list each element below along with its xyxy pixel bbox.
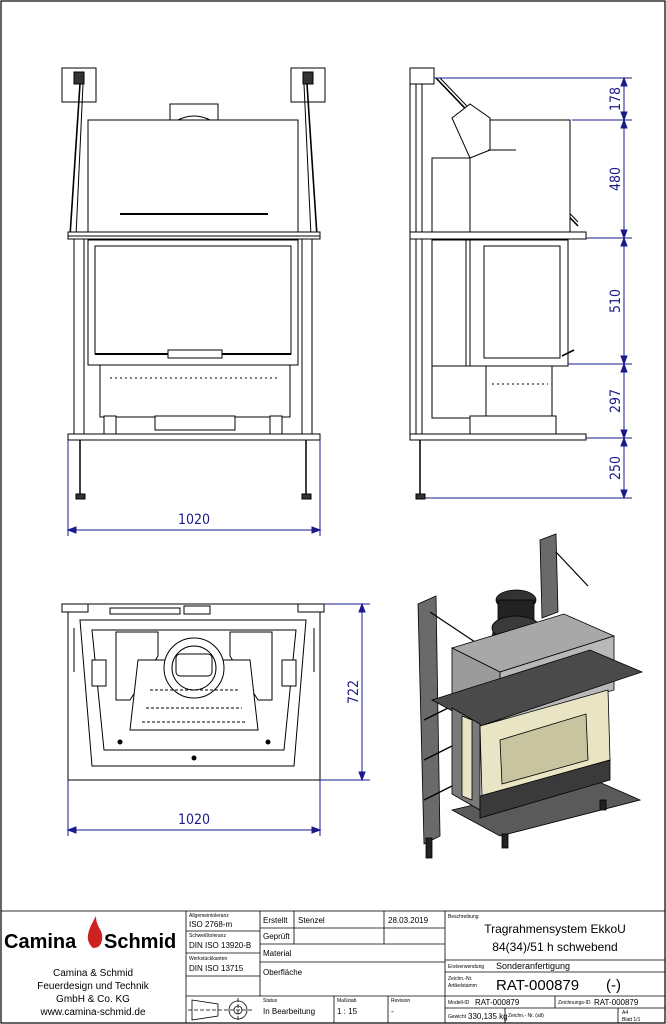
- front-view: [61, 67, 326, 500]
- side-view: [409, 67, 587, 500]
- erstverwendung-label: Erstverwendung: [448, 964, 484, 970]
- top-view: [61, 603, 325, 781]
- weld-value: DIN ISO 13920-B: [189, 941, 251, 950]
- side-dim-510: 510: [608, 289, 624, 313]
- company-logo: Camina Schmid: [4, 916, 176, 953]
- gewicht-label: Gewicht: [448, 1014, 467, 1020]
- revision-value: -: [391, 1007, 394, 1016]
- side-dim-178: 178: [608, 87, 624, 111]
- massstab-label: Maßstab: [337, 998, 357, 1004]
- erstellt-label: Erstellt: [263, 916, 288, 925]
- modell-value: RAT-000879: [475, 998, 520, 1007]
- tol-value: ISO 2768-m: [189, 920, 232, 929]
- company-line-1: Camina & Schmid: [53, 968, 133, 979]
- side-dim-250: 250: [608, 456, 624, 480]
- company-website: www.camina-schmid.de: [39, 1007, 145, 1018]
- erstellt-value: Stenzel: [298, 916, 325, 925]
- side-dim-297: 297: [608, 389, 624, 413]
- company-line-2: Feuerdesign und Technik: [37, 981, 150, 992]
- status-value: In Bearbeitung: [263, 1007, 315, 1016]
- top-depth-label: 722: [346, 680, 362, 704]
- artikelstamm-label: Artikelstamm: [448, 983, 477, 989]
- side-dimension-chain: [425, 76, 632, 500]
- flame-icon: [87, 916, 103, 948]
- material-label: Material: [263, 949, 292, 958]
- edge-value: DIN ISO 13715: [189, 964, 244, 973]
- logo-text-left: Camina: [4, 931, 77, 953]
- modell-label: Modell-ID: [448, 1000, 470, 1006]
- zeichnr-suffix: (-): [606, 977, 621, 994]
- zeichnungs-label: Zeichnungs-ID: [558, 1000, 591, 1006]
- side-dim-480: 480: [608, 167, 624, 191]
- zeichn-nr-alt-label: Zeichn.- Nr. (alt): [508, 1013, 544, 1019]
- blatt-value: Blatt 1/1: [622, 1017, 641, 1023]
- gewicht-value: 330,135 kg: [468, 1012, 508, 1021]
- top-dimensions: [66, 602, 370, 836]
- beschreibung-line-2: 84(34)/51 h schwebend: [492, 940, 617, 954]
- front-width-dimension: [66, 440, 322, 536]
- geprueft-label: Geprüft: [263, 932, 290, 941]
- oberflaeche-label: Oberfläche: [263, 968, 303, 977]
- zeichnr-label: Zeichn.-Nr.: [448, 976, 472, 982]
- tol-label: Allgemeintoleranz: [189, 913, 229, 919]
- zeichnungs-value: RAT-000879: [594, 998, 639, 1007]
- massstab-value: 1 : 15: [337, 1007, 358, 1016]
- revision-label: Revision: [391, 998, 410, 1004]
- erstverwendung-value: Sonderanfertigung: [496, 961, 570, 971]
- company-line-3: GmbH & Co. KG: [56, 994, 130, 1005]
- status-label: Status: [263, 998, 278, 1004]
- title-block: [0, 910, 666, 1024]
- zeichnr-value: RAT-000879: [496, 977, 579, 994]
- beschreibung-label: Beschreibung: [448, 914, 479, 920]
- front-width-label: 1020: [178, 512, 210, 528]
- top-width-label: 1020: [178, 812, 210, 828]
- beschreibung-line-1: Tragrahmensystem EkkoU: [484, 922, 626, 936]
- weld-label: Schweißtoleranz: [189, 933, 226, 939]
- edge-label: Werkstückkanten: [189, 956, 227, 962]
- isometric-view: [417, 533, 644, 859]
- date-value: 28.03.2019: [388, 916, 429, 925]
- format-value: A4: [622, 1010, 628, 1016]
- logo-text-right: Schmid: [104, 931, 176, 953]
